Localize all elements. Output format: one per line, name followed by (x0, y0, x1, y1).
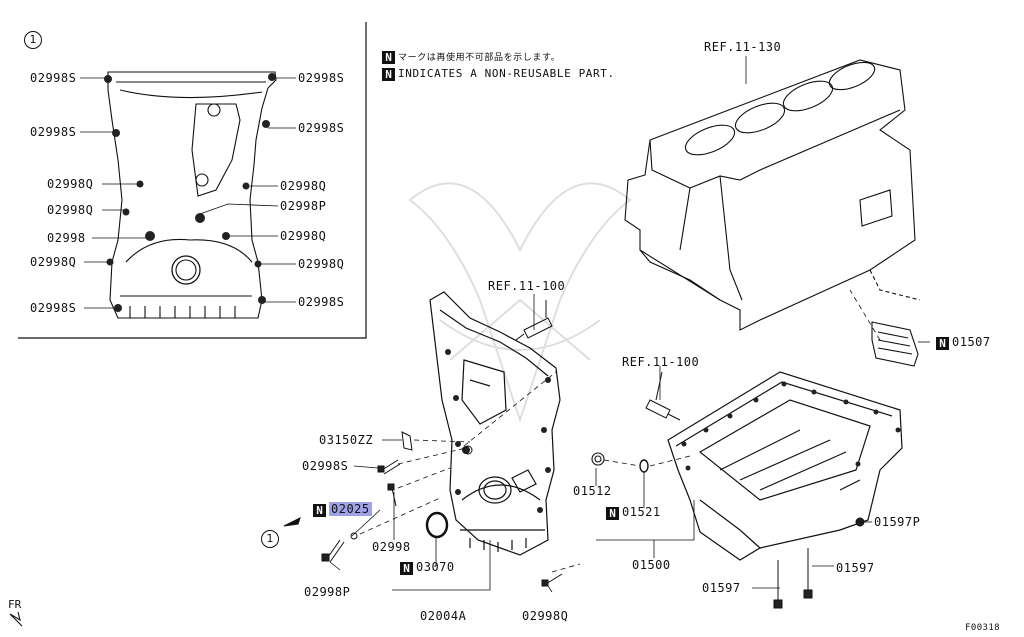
inset-label-right-2: 02998S (298, 121, 345, 135)
loose-bolts (321, 431, 865, 609)
oil-seal-ring (425, 511, 449, 539)
inset-ref-circle: 1 (24, 31, 42, 49)
sealant-tube-cover (515, 300, 553, 341)
watermark (408, 182, 632, 424)
inset-label-right-7: 02998S (298, 295, 345, 309)
non-reusable-badge: N (936, 337, 949, 350)
part-01512: 01512 (573, 484, 612, 498)
drain-washer (639, 459, 649, 473)
inset-timing-cover (107, 71, 277, 319)
ref-pan: REF.11-100 (622, 355, 700, 369)
oil-pan (667, 371, 903, 561)
non-reusable-badge: N (313, 504, 326, 517)
fr-arrow-icon (9, 611, 23, 627)
part-02004a: 02004A (420, 609, 467, 623)
strainer (871, 321, 919, 367)
sealant-tube-pan (645, 371, 681, 421)
part-02998q: 02998Q (522, 609, 569, 623)
main-ref-circle: 1 (261, 530, 279, 548)
leader-lines (329, 56, 930, 593)
timing-chain-cover (429, 291, 561, 556)
inset-label-left-3: 02998Q (47, 177, 94, 191)
fr-label: FR (8, 598, 22, 611)
non-reusable-badge: N (382, 68, 395, 81)
part-01500: 01500 (632, 558, 671, 572)
part-02998p: 02998P (304, 585, 351, 599)
part-01597p: 01597P (874, 515, 921, 529)
inset-label-left-5: 02998 (47, 231, 86, 245)
ref-cover: REF.11-100 (488, 279, 566, 293)
inset-label-right-3: 02998Q (280, 179, 327, 193)
inset-label-left-2: 02998S (30, 125, 77, 139)
cylinder-block (624, 59, 921, 331)
part-02998s: 02998S (302, 459, 349, 473)
inset-leaders (80, 77, 296, 309)
drain-plug (591, 452, 605, 466)
non-reusable-badge: N (400, 562, 413, 575)
ref-pointer-arrow-icon (283, 517, 301, 527)
oil-pan-bolts (681, 381, 901, 471)
inset-frame (18, 22, 367, 339)
non-reusable-badge: N (382, 51, 395, 64)
assembly-lines (359, 289, 881, 573)
inset-label-right-1: 02998S (298, 71, 345, 85)
non-reusable-badge: N (606, 507, 619, 520)
inset-label-left-1: 02998S (30, 71, 77, 85)
ref-block: REF.11-130 (704, 40, 782, 54)
legend-jp-text: マークは再使用不可部品を示します。 (398, 53, 561, 63)
inset-label-right-5: 02998Q (280, 229, 327, 243)
part-01597-a: 01597 (702, 581, 741, 595)
part-03150zz: 03150ZZ (319, 433, 374, 447)
inset-bolts (104, 73, 276, 312)
inset-label-right-6: 02998Q (298, 257, 345, 271)
legend-en-text: INDICATES A NON-REUSABLE PART. (398, 67, 615, 80)
part-01597-b: 01597 (836, 561, 875, 575)
part-02998: 02998 (372, 540, 411, 554)
figure-id: F00318 (965, 623, 1000, 633)
inset-label-right-4: 02998P (280, 199, 327, 213)
inset-label-left-7: 02998S (30, 301, 77, 315)
inset-label-left-6: 02998Q (30, 255, 77, 269)
inset-label-left-4: 02998Q (47, 203, 94, 217)
